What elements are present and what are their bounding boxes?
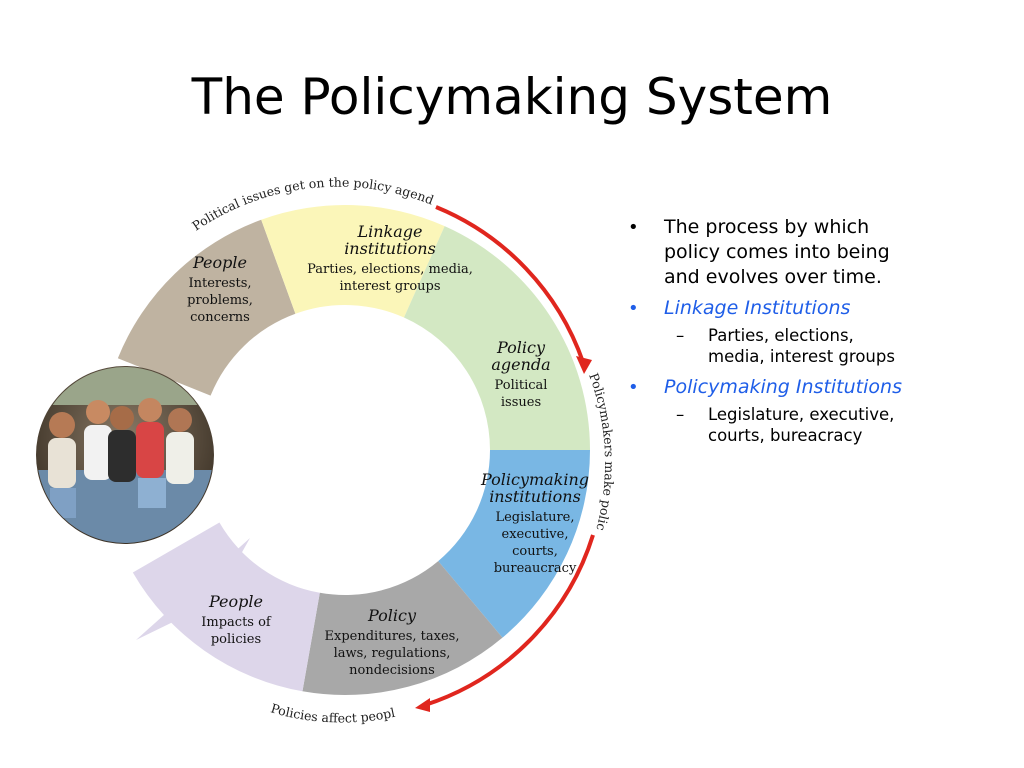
segment-heading: People bbox=[192, 253, 247, 272]
segment-body-line: concerns bbox=[190, 310, 250, 325]
segment-body-line: Political bbox=[495, 378, 548, 393]
red-arrow-head-top bbox=[576, 356, 592, 374]
bullet-policymaking-institutions: • Policymaking Institutions bbox=[620, 375, 1000, 400]
sub-bullet-line: Parties, elections, bbox=[708, 326, 854, 345]
segment-body-line: laws, regulations, bbox=[334, 646, 451, 661]
crowd-photo bbox=[36, 366, 214, 544]
segment-body-line: Impacts of bbox=[201, 615, 272, 630]
segment-body-line: Interests, bbox=[188, 276, 251, 291]
segment-people-interests bbox=[117, 219, 296, 396]
segment-body-line: bureaucracy bbox=[494, 561, 577, 576]
segment-heading: People bbox=[208, 592, 263, 611]
segment-body-line: nondecisions bbox=[349, 663, 435, 678]
segment-body-line: executive, bbox=[502, 527, 569, 542]
segment-body-line: problems, bbox=[187, 293, 253, 308]
bullet-process-definition: • The process by which policy comes into… bbox=[620, 215, 1000, 290]
segment-heading: Linkage bbox=[357, 222, 423, 241]
bullet-text: Linkage Institutions bbox=[664, 297, 851, 319]
return-arrow-head bbox=[136, 538, 250, 640]
segment-linkage bbox=[261, 204, 445, 318]
segment-body-line: interest groups bbox=[339, 279, 440, 294]
segment-policy bbox=[302, 561, 503, 695]
segment-policymaking bbox=[438, 450, 590, 638]
segment-body-line: Expenditures, taxes, bbox=[325, 629, 460, 644]
sub-bullet-dash: – bbox=[676, 405, 685, 424]
segment-heading: Policy bbox=[367, 606, 417, 625]
bullet-linkage-institutions: • Linkage Institutions bbox=[620, 296, 1000, 321]
bullet-dot: • bbox=[628, 298, 639, 319]
segment-body-line: policies bbox=[211, 632, 261, 647]
red-arrow-head-right bbox=[415, 698, 430, 712]
sub-bullet-linkage: – Parties, elections, media, interest gr… bbox=[620, 325, 1000, 367]
segment-heading: institutions bbox=[344, 239, 436, 258]
sub-bullet-line: media, interest groups bbox=[708, 347, 895, 366]
segment-body-line: Parties, elections, media, bbox=[307, 262, 473, 277]
segment-heading: agenda bbox=[491, 355, 550, 374]
sub-bullet-policymaking: – Legislature, executive, courts, bureac… bbox=[620, 404, 1000, 446]
bullet-dot: • bbox=[628, 217, 639, 238]
bullet-line: The process by which bbox=[664, 216, 870, 238]
segment-agenda bbox=[403, 226, 590, 450]
segment-body-line: Legislature, bbox=[495, 510, 574, 525]
red-arrow-top bbox=[435, 205, 585, 363]
slide-title: The Policymaking System bbox=[191, 68, 833, 126]
bullet-dot: • bbox=[628, 377, 639, 398]
bullet-text: Policymaking Institutions bbox=[664, 376, 902, 398]
segment-heading: institutions bbox=[489, 487, 581, 506]
bullet-list: • The process by which policy comes into… bbox=[620, 215, 1000, 454]
policymaking-cycle-diagram: Political issues get on the policy agend… bbox=[0, 150, 617, 726]
segment-people-impacts bbox=[132, 522, 320, 692]
red-arrow-right bbox=[424, 534, 595, 707]
segment-body-line: issues bbox=[501, 395, 541, 410]
sub-bullet-dash: – bbox=[676, 326, 685, 345]
segment-heading: Policymaking bbox=[480, 470, 589, 489]
sub-bullet-line: Legislature, executive, bbox=[708, 405, 895, 424]
bullet-line: policy comes into being bbox=[664, 241, 890, 263]
segment-heading: Policy bbox=[496, 338, 546, 357]
segment-body-line: courts, bbox=[512, 544, 558, 559]
bullet-line: and evolves over time. bbox=[664, 266, 882, 288]
ring-segments bbox=[117, 204, 590, 695]
sub-bullet-line: courts, bureacracy bbox=[708, 426, 863, 445]
